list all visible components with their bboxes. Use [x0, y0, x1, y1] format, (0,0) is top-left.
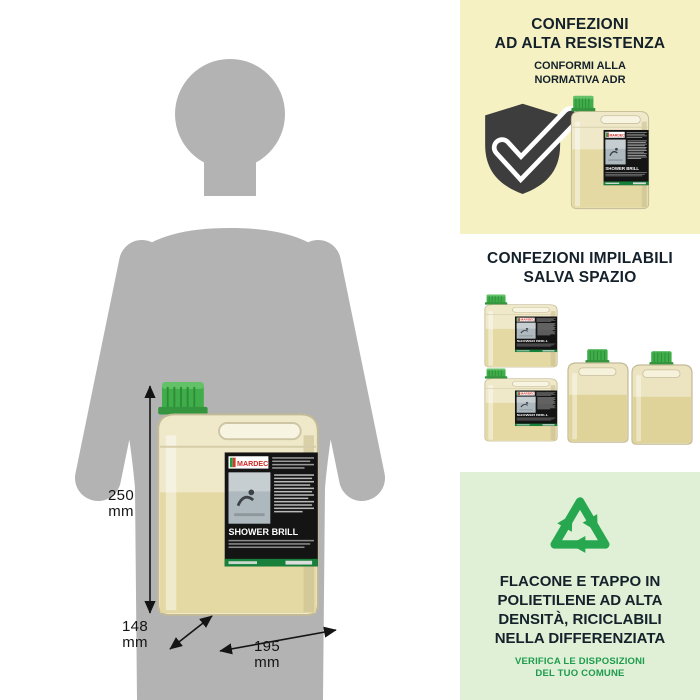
- stacked-jerrycan-bottom-image: [484, 368, 558, 442]
- dimension-height-unit: mm: [108, 503, 134, 520]
- recycle-icon: [550, 497, 610, 553]
- recyclable-note-line2: DEL TUO COMUNE: [535, 668, 625, 679]
- adr-title-line1: CONFEZIONI: [531, 16, 629, 33]
- dimension-height-label: 250 mm: [98, 488, 144, 520]
- dimension-depth-value: 148: [122, 618, 148, 635]
- stackable-title: CONFEZIONI IMPILABILI SALVA SPAZIO: [460, 240, 700, 287]
- plain-jerrycan-left-image: [567, 348, 629, 443]
- recyclable-text-line3: DENSITÀ, RICICLABILI: [498, 611, 662, 628]
- recyclable-text-line4: NELLA DIFFERENZIATA: [494, 630, 666, 647]
- recyclable-text: FLACONE E TAPPO IN POLIETILENE AD ALTA D…: [460, 572, 700, 648]
- dimension-depth-unit: mm: [122, 634, 148, 651]
- dimension-height-value: 250: [108, 487, 134, 504]
- adr-artwork: [460, 91, 700, 213]
- adr-subtitle: CONFORMI ALLA NORMATIVA ADR: [460, 60, 700, 87]
- recyclable-note-line1: VERIFICA LE DISPOSIZIONI: [514, 656, 646, 667]
- stackable-title-line1: CONFEZIONI IMPILABILI: [487, 250, 673, 267]
- product-canister-image: [156, 380, 320, 617]
- panel-adr-resistance: CONFEZIONI AD ALTA RESISTENZA CONFORMI A…: [460, 0, 700, 234]
- dimension-width-unit: mm: [254, 654, 280, 671]
- dimension-width-value: 195: [254, 638, 280, 655]
- panel-stackable: CONFEZIONI IMPILABILI SALVA SPAZIO: [460, 240, 700, 466]
- size-comparison-panel: 250 mm 148 mm 195 mm: [75, 59, 385, 700]
- dimension-width-label: 195 mm: [244, 639, 290, 671]
- recyclable-text-line2: POLIETILENE AD ALTA: [497, 592, 663, 609]
- adr-subtitle-line2: NORMATIVA ADR: [534, 73, 626, 86]
- shield-check-icon: [485, 103, 578, 194]
- adr-title-line2: AD ALTA RESISTENZA: [494, 35, 666, 52]
- panel-recyclable: FLACONE E TAPPO IN POLIETILENE AD ALTA D…: [460, 472, 700, 700]
- stackable-title-line2: SALVA SPAZIO: [523, 269, 637, 286]
- recyclable-note: VERIFICA LE DISPOSIZIONI DEL TUO COMUNE: [460, 656, 700, 680]
- adr-subtitle-line1: CONFORMI ALLA: [534, 60, 626, 72]
- plain-jerrycan-right-image: [631, 350, 693, 445]
- recyclable-text-line1: FLACONE E TAPPO IN: [499, 573, 661, 590]
- jerrycan-image: [570, 95, 650, 210]
- stacked-jerrycan-top-image: [484, 294, 558, 368]
- dimension-depth-label: 148 mm: [112, 619, 158, 651]
- adr-title: CONFEZIONI AD ALTA RESISTENZA: [460, 0, 700, 53]
